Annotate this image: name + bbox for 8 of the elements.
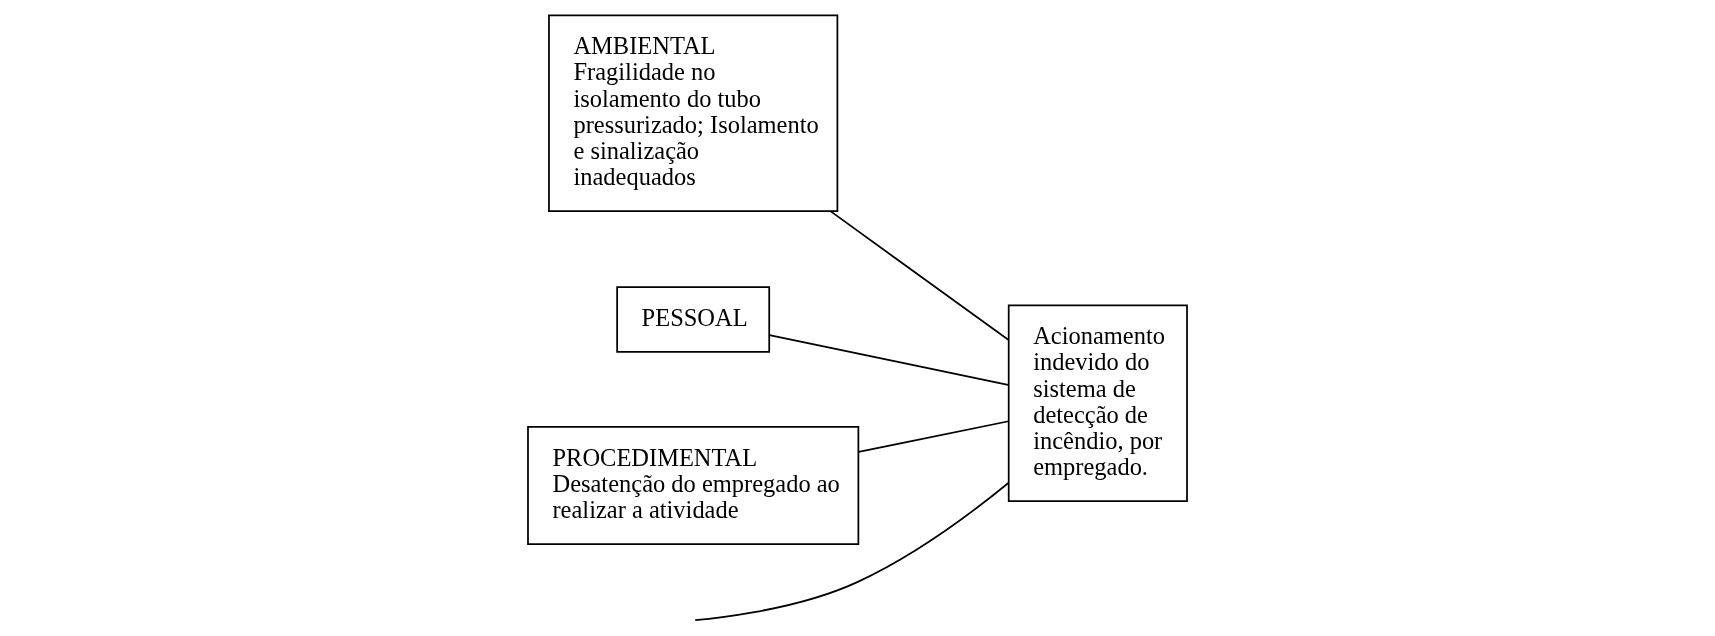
node-box: AMBIENTAL Fragilidade no isolamento do tubo pressurizado; Isolamento e sinalização inadequados [548,14,839,212]
node-box: PESSOAL [616,286,771,353]
connector [829,210,1010,341]
connector [768,334,1009,386]
node-box: PROCEDIMENTAL Desatenção do empregado ao realizar a atividade [527,426,860,545]
connector [694,481,1010,621]
connector [857,420,1010,453]
node-box: Acionamento indevido do sistema de detecção de incêndio, por empregado. [1007,304,1188,503]
